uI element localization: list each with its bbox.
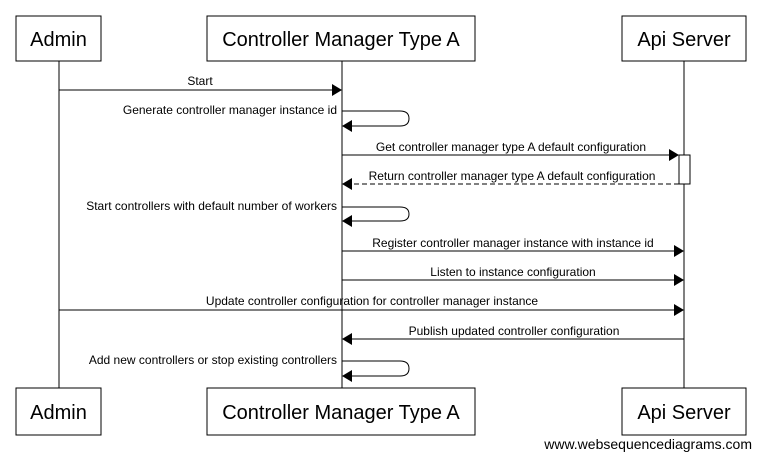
participant-api-server-bottom: Api Server [621,387,747,436]
message-label: Get controller manager type A default co… [376,140,646,154]
message-get-default-config: Get controller manager type A default co… [342,140,679,161]
participant-label: Admin [30,402,87,424]
message-label: Update controller configuration for cont… [206,294,539,308]
message-start: Start [59,74,342,96]
message-register-instance: Register controller manager instance wit… [342,236,684,257]
message-generate-id: Generate controller manager instance id [123,103,410,132]
footer-watermark: www.websequencediagrams.com [543,436,752,452]
message-label: Register controller manager instance wit… [372,236,653,250]
participant-api-server-top: Api Server [621,15,747,62]
participant-label: Controller Manager Type A [222,29,460,51]
participant-admin-bottom: Admin [15,387,102,436]
message-listen-config: Listen to instance configuration [342,265,684,286]
message-label: Listen to instance configuration [430,265,595,279]
participant-controller-manager-top: Controller Manager Type A [206,15,476,62]
message-label: Publish updated controller configuration [409,324,620,338]
message-update-config: Update controller configuration for cont… [59,294,684,316]
participant-label: Controller Manager Type A [222,402,460,424]
message-return-default-config: Return controller manager type A default… [342,169,679,190]
message-start-controllers: Start controllers with default number of… [86,199,410,227]
message-label: Add new controllers or stop existing con… [89,353,337,367]
participant-label: Api Server [637,29,731,51]
participant-label: Api Server [637,402,731,424]
message-label: Start [187,74,213,88]
message-label: Return controller manager type A default… [369,169,656,183]
activation-bar-api-server [678,154,691,185]
message-label: Start controllers with default number of… [86,199,337,213]
participant-label: Admin [30,29,87,51]
participant-controller-manager-bottom: Controller Manager Type A [206,387,476,436]
message-publish-config: Publish updated controller configuration [342,324,684,345]
message-label: Generate controller manager instance id [123,103,337,117]
participant-admin-top: Admin [15,15,102,62]
message-add-stop-controllers: Add new controllers or stop existing con… [89,353,410,382]
